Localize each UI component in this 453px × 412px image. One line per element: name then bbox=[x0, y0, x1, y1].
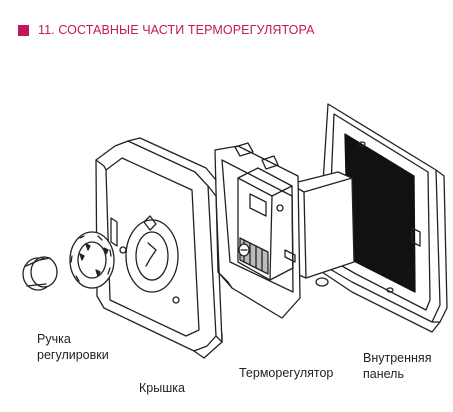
section-marker bbox=[18, 24, 29, 36]
cover bbox=[95, 137, 223, 359]
label-knob: Ручка регулировки bbox=[37, 332, 109, 362]
label-thermostat: Терморегулятор bbox=[239, 366, 334, 380]
section-title: 11. СОСТАВНЫЕ ЧАСТИ ТЕРМОРЕГУЛЯТОРА bbox=[38, 23, 315, 37]
dial-ring bbox=[69, 231, 115, 289]
regulation-knob bbox=[22, 256, 58, 291]
section-header: 11. СОСТАВНЫЕ ЧАСТИ ТЕРМОРЕГУЛЯТОРА bbox=[18, 22, 315, 38]
thermostat-mechanism bbox=[214, 142, 355, 319]
inner-panel bbox=[317, 103, 448, 333]
label-cover: Крышка bbox=[139, 381, 185, 395]
label-inner-panel: Внутренняя панель bbox=[363, 351, 432, 381]
